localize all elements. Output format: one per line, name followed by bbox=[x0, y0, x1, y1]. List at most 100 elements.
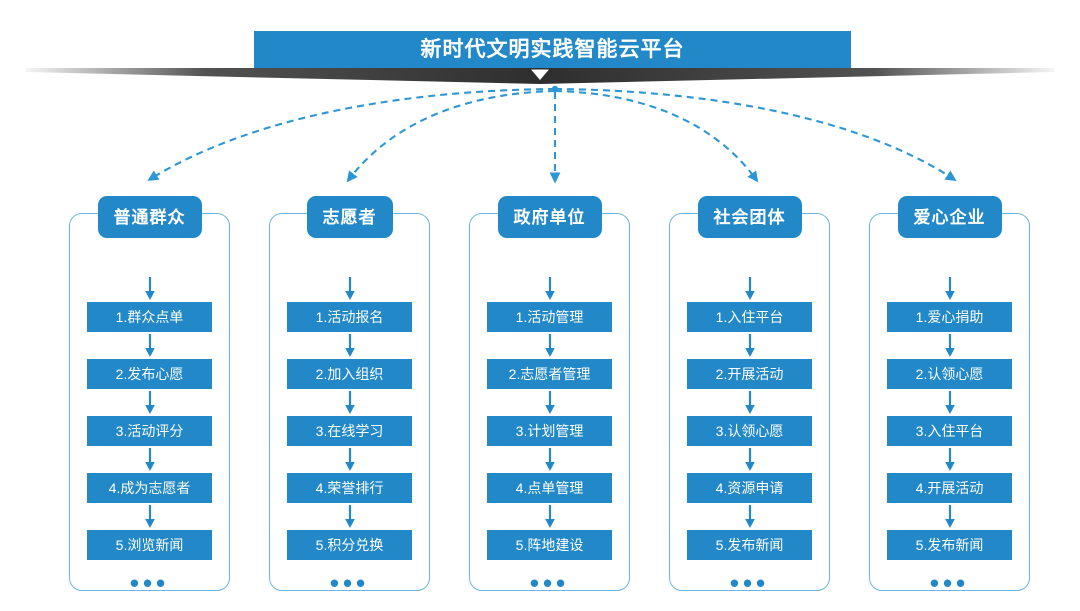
flow-arrow-3 bbox=[344, 448, 355, 471]
role-card-government-unit[interactable]: 政府单位 1.活动管理 2.志愿者管理 3.计划管理 4.点单管理 5.阵地建设 ••• bbox=[469, 196, 630, 598]
role-card-volunteer[interactable]: 志愿者 1.活动报名 2.加入组织 3.在线学习 4.荣誉排行 5.积分兑换 ••• bbox=[269, 196, 430, 598]
more-items-ellipsis: ••• bbox=[729, 568, 770, 598]
step-item[interactable]: 3.认领心愿 bbox=[687, 416, 812, 446]
step-item[interactable]: 4.荣誉排行 bbox=[287, 473, 412, 503]
more-items-ellipsis: ••• bbox=[929, 568, 970, 598]
step-item-label: 3.计划管理 bbox=[515, 423, 584, 439]
step-item[interactable]: 1.活动管理 bbox=[487, 302, 612, 332]
role-header-label: 政府单位 bbox=[513, 207, 586, 227]
role-step-list: 1.活动报名 2.加入组织 3.在线学习 4.荣誉排行 5.积分兑换 ••• bbox=[270, 275, 429, 598]
step-item[interactable]: 1.活动报名 bbox=[287, 302, 412, 332]
step-item[interactable]: 1.群众点单 bbox=[87, 302, 212, 332]
flow-arrow-2 bbox=[344, 391, 355, 414]
step-item[interactable]: 3.在线学习 bbox=[287, 416, 412, 446]
role-card-caring-enterprise[interactable]: 爱心企业 1.爱心捐助 2.认领心愿 3.入住平台 4.开展活动 5.发布新闻 ••• bbox=[869, 196, 1030, 598]
step-item[interactable]: 5.发布新闻 bbox=[887, 530, 1012, 560]
step-item[interactable]: 5.积分兑换 bbox=[287, 530, 412, 560]
role-step-list: 1.爱心捐助 2.认领心愿 3.入住平台 4.开展活动 5.发布新闻 ••• bbox=[870, 275, 1029, 598]
flow-arrow-header bbox=[544, 277, 555, 300]
step-item[interactable]: 2.志愿者管理 bbox=[487, 359, 612, 389]
flow-arrow-1 bbox=[344, 334, 355, 357]
flow-arrow-4 bbox=[744, 505, 755, 528]
step-item[interactable]: 5.阵地建设 bbox=[487, 530, 612, 560]
step-item[interactable]: 5.发布新闻 bbox=[687, 530, 812, 560]
step-item-label: 5.发布新闻 bbox=[715, 537, 784, 553]
role-step-list: 1.入住平台 2.开展活动 3.认领心愿 4.资源申请 5.发布新闻 ••• bbox=[670, 275, 829, 598]
step-item-label: 4.点单管理 bbox=[515, 480, 584, 496]
flow-arrow-2 bbox=[944, 391, 955, 414]
step-item[interactable]: 2.开展活动 bbox=[687, 359, 812, 389]
flow-arrow-4 bbox=[544, 505, 555, 528]
step-item-label: 3.在线学习 bbox=[315, 423, 384, 439]
role-step-list: 1.群众点单 2.发布心愿 3.活动评分 4.成为志愿者 5.浏览新闻 ••• bbox=[70, 275, 229, 598]
more-items-ellipsis: ••• bbox=[529, 568, 570, 598]
step-item-label: 1.群众点单 bbox=[115, 309, 184, 325]
step-item-label: 2.认领心愿 bbox=[915, 366, 984, 382]
flow-arrow-2 bbox=[544, 391, 555, 414]
step-item-label: 1.入住平台 bbox=[715, 309, 784, 325]
step-item-label: 1.爱心捐助 bbox=[915, 309, 984, 325]
step-item-label: 1.活动管理 bbox=[515, 309, 584, 325]
step-item[interactable]: 1.入住平台 bbox=[687, 302, 812, 332]
role-header-social-group[interactable]: 社会团体 bbox=[697, 196, 802, 238]
step-item[interactable]: 4.点单管理 bbox=[487, 473, 612, 503]
role-header-label: 爱心企业 bbox=[913, 207, 986, 227]
flow-arrow-4 bbox=[944, 505, 955, 528]
flow-arrow-header bbox=[144, 277, 155, 300]
step-item-label: 4.成为志愿者 bbox=[108, 480, 191, 496]
role-header-volunteer[interactable]: 志愿者 bbox=[306, 196, 393, 238]
step-item-label: 2.发布心愿 bbox=[115, 366, 184, 382]
flow-arrow-4 bbox=[344, 505, 355, 528]
step-item[interactable]: 2.认领心愿 bbox=[887, 359, 1012, 389]
role-card-social-group[interactable]: 社会团体 1.入住平台 2.开展活动 3.认领心愿 4.资源申请 5.发布新闻 ••• bbox=[669, 196, 830, 598]
flow-arrow-1 bbox=[544, 334, 555, 357]
step-item-label: 3.认领心愿 bbox=[715, 423, 784, 439]
more-items-ellipsis: ••• bbox=[129, 568, 170, 598]
step-item-label: 4.资源申请 bbox=[715, 480, 784, 496]
step-item[interactable]: 1.爱心捐助 bbox=[887, 302, 1012, 332]
role-header-government-unit[interactable]: 政府单位 bbox=[497, 196, 602, 238]
step-item-label: 3.活动评分 bbox=[115, 423, 184, 439]
step-item-label: 2.开展活动 bbox=[715, 366, 784, 382]
more-items-ellipsis: ••• bbox=[329, 568, 370, 598]
step-item[interactable]: 3.计划管理 bbox=[487, 416, 612, 446]
step-item[interactable]: 3.入住平台 bbox=[887, 416, 1012, 446]
step-item[interactable]: 5.浏览新闻 bbox=[87, 530, 212, 560]
role-card-ordinary-public[interactable]: 普通群众 1.群众点单 2.发布心愿 3.活动评分 4.成为志愿者 5.浏览新闻 ••• bbox=[69, 196, 230, 598]
step-item[interactable]: 4.开展活动 bbox=[887, 473, 1012, 503]
step-item-label: 3.入住平台 bbox=[915, 423, 984, 439]
step-item[interactable]: 3.活动评分 bbox=[87, 416, 212, 446]
page-title: 新时代文明实践智能云平台 bbox=[420, 38, 685, 61]
step-item[interactable]: 4.成为志愿者 bbox=[87, 473, 212, 503]
step-item[interactable]: 2.发布心愿 bbox=[87, 359, 212, 389]
flow-arrow-3 bbox=[944, 448, 955, 471]
step-item-label: 4.荣誉排行 bbox=[315, 480, 384, 496]
flow-arrow-3 bbox=[744, 448, 755, 471]
flow-arrow-3 bbox=[144, 448, 155, 471]
step-item[interactable]: 2.加入组织 bbox=[287, 359, 412, 389]
flow-arrow-3 bbox=[544, 448, 555, 471]
flow-arrow-header bbox=[944, 277, 955, 300]
flow-arrow-2 bbox=[144, 391, 155, 414]
flow-arrow-header bbox=[344, 277, 355, 300]
role-header-label: 志愿者 bbox=[322, 207, 377, 227]
role-header-label: 社会团体 bbox=[713, 207, 786, 227]
step-item-label: 4.开展活动 bbox=[915, 480, 984, 496]
flow-arrow-4 bbox=[144, 505, 155, 528]
flow-arrow-1 bbox=[144, 334, 155, 357]
flow-arrow-1 bbox=[744, 334, 755, 357]
platform-title-bar: 新时代文明实践智能云平台 bbox=[254, 31, 851, 68]
role-header-label: 普通群众 bbox=[113, 207, 186, 227]
step-item-label: 1.活动报名 bbox=[315, 309, 384, 325]
flow-arrow-2 bbox=[744, 391, 755, 414]
step-item[interactable]: 4.资源申请 bbox=[687, 473, 812, 503]
role-header-ordinary-public[interactable]: 普通群众 bbox=[97, 196, 202, 238]
flow-arrow-1 bbox=[944, 334, 955, 357]
role-header-caring-enterprise[interactable]: 爱心企业 bbox=[897, 196, 1002, 238]
step-item-label: 5.积分兑换 bbox=[315, 537, 384, 553]
flow-arrow-header bbox=[744, 277, 755, 300]
step-item-label: 2.加入组织 bbox=[315, 366, 384, 382]
step-item-label: 5.浏览新闻 bbox=[115, 537, 184, 553]
